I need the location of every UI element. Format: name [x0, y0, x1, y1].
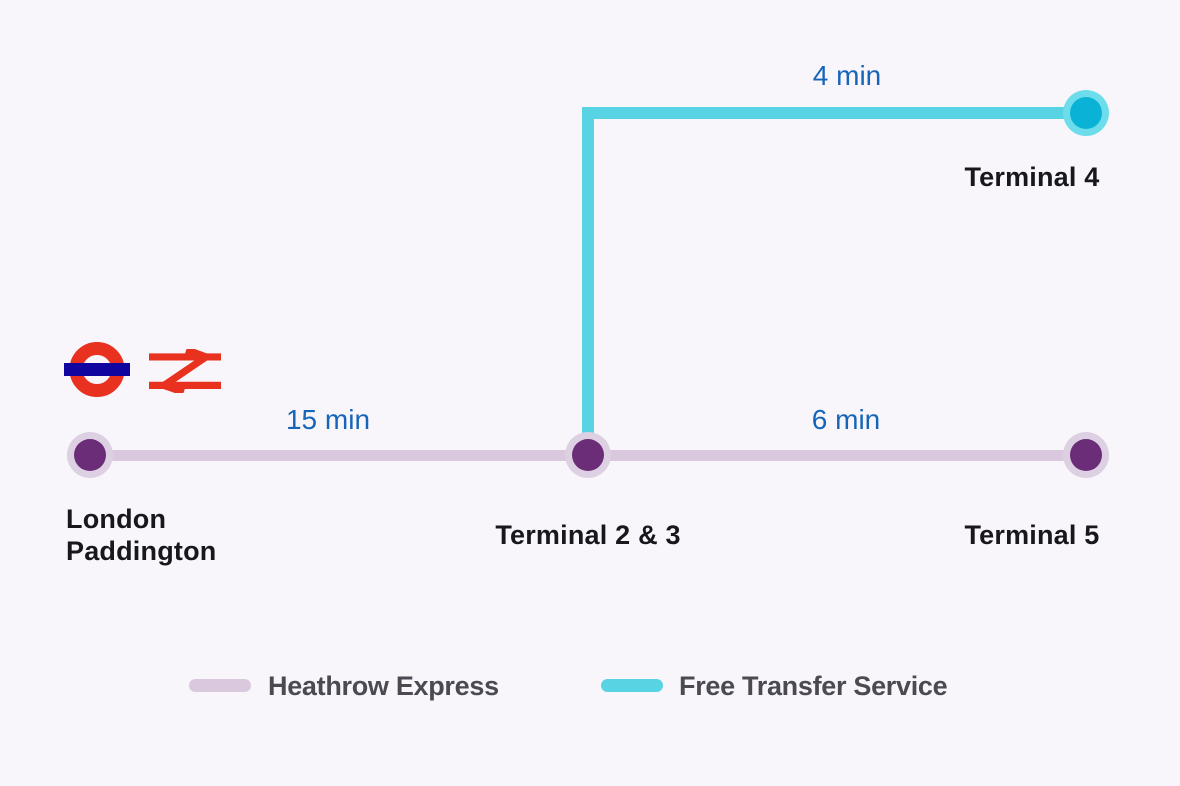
free-transfer-line-vertical: [582, 107, 594, 440]
station-dot-core: [572, 439, 604, 471]
station-dot-terminal-2-3: [565, 432, 611, 478]
london-underground-icon: [64, 342, 130, 397]
duration-label-t23-t4: 4 min: [812, 60, 882, 91]
free-transfer-line-horizontal: [582, 107, 1086, 119]
station-label-terminal-4: Terminal 4: [964, 162, 1100, 192]
legend-label-heathrow-express: Heathrow Express: [268, 671, 499, 701]
station-dot-terminal-4: [1063, 90, 1109, 136]
national-rail-icon: [149, 349, 221, 393]
station-label-terminal-5: Terminal 5: [964, 520, 1100, 550]
legend-swatch-free-transfer: [601, 679, 663, 692]
legend-label-free-transfer: Free Transfer Service: [679, 671, 948, 701]
station-label-london-paddington: London Paddington: [66, 504, 217, 566]
station-dot-core: [1070, 439, 1102, 471]
station-dot-core: [1070, 97, 1102, 129]
station-dot-london-paddington: [67, 432, 113, 478]
station-label-terminal-2-3: Terminal 2 & 3: [495, 520, 681, 550]
station-dot-core: [74, 439, 106, 471]
legend-swatch-heathrow-express: [189, 679, 251, 692]
duration-label-t23-t5: 6 min: [811, 404, 881, 435]
duration-label-paddington-t23: 15 min: [285, 404, 371, 435]
station-dot-terminal-5: [1063, 432, 1109, 478]
